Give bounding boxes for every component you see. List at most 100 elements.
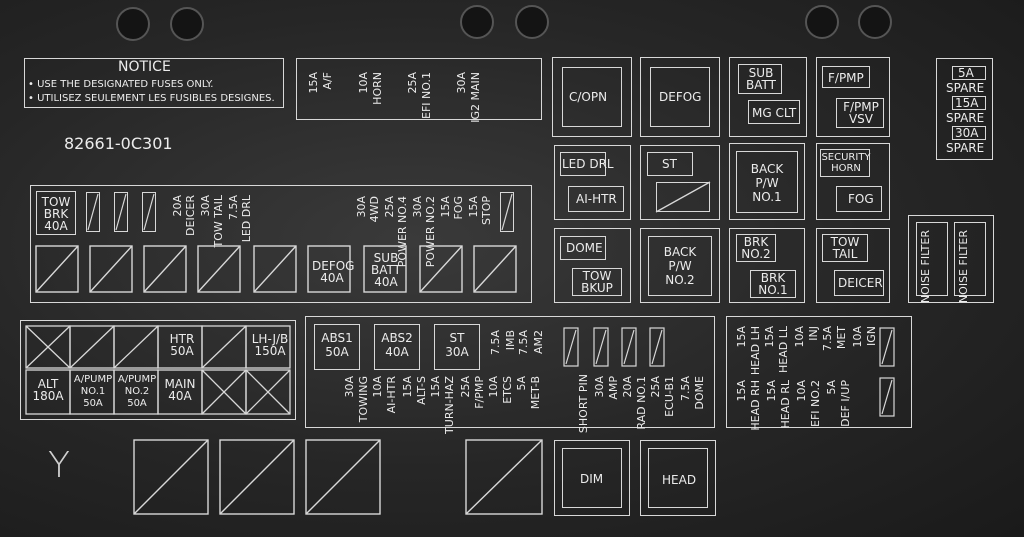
- fuse-label: ALT-S: [415, 376, 428, 405]
- spare-15a-rating: 15A: [955, 96, 979, 110]
- st-30a-fuse: [434, 324, 480, 370]
- fuse-rating: 7.5A: [821, 326, 834, 352]
- fuse-rating: 10A: [851, 326, 864, 348]
- mg-clt-box: [748, 100, 800, 124]
- fuse-label: MET: [835, 326, 848, 350]
- f-pmp-vsv-label: F/PMP VSV: [843, 100, 879, 126]
- led-drl-label: LED DRL: [562, 157, 614, 171]
- tow-bkup-label: TOW BKUP: [581, 269, 613, 295]
- fuse-rating: 30A: [343, 376, 356, 398]
- fuse-rating: 30A: [411, 196, 424, 218]
- a-pump-no1-label: A/PUMP NO.1 50A: [73, 374, 113, 409]
- fuse-rating: 10A: [793, 326, 806, 348]
- big-fuse-grid: [25, 325, 291, 415]
- fuse-label: DEF I/UP: [839, 380, 852, 427]
- relay-led-drl-group: [554, 145, 631, 220]
- htr-label: HTR 50A: [169, 332, 195, 358]
- relay-security-horn-group: [816, 143, 890, 220]
- diagonal-mark: [655, 181, 711, 213]
- fuse-label: HEAD RL: [779, 380, 792, 429]
- fuse-rating: 20A: [621, 376, 634, 398]
- mounting-hole: [170, 7, 204, 41]
- relay-back-pw-no2-inner: [648, 236, 712, 296]
- relay-defog-label: DEFOG: [659, 90, 702, 104]
- fuse-label: ETCS: [501, 376, 514, 404]
- sub-batt-label: SUB BATT: [746, 66, 776, 92]
- relay-back-pw-no2: [640, 228, 720, 303]
- fuse-label: DEICER: [184, 195, 197, 236]
- fuse-rating: 10A: [357, 72, 370, 94]
- relay-tow-tail-group: [816, 228, 890, 303]
- back-pw-no2-label: BACK P/W NO.2: [663, 245, 697, 287]
- fuse-rating: 7.5A: [227, 195, 240, 221]
- relay-head-inner: [648, 448, 708, 508]
- fuse-rating: 25A: [383, 196, 396, 218]
- fuse-rating: 10A: [795, 380, 808, 402]
- defog-40a-label: DEFOG 40A: [312, 259, 355, 285]
- fuse-label: IG2 MAIN: [469, 72, 482, 123]
- abs1-fuse: [314, 324, 360, 370]
- fuse-rating: 15A: [765, 380, 778, 402]
- fuse-rating: 30A: [199, 195, 212, 217]
- fuse-rating: 15A: [467, 196, 480, 218]
- spare-15a: [952, 96, 986, 110]
- dome-label: DOME: [566, 241, 603, 255]
- fuse-slot: [142, 192, 156, 232]
- lh-jb-label: LH-J/B 150A: [251, 332, 289, 358]
- fuse-rating: 15A: [429, 376, 442, 398]
- fuse-rating: 15A: [735, 380, 748, 402]
- relay-dome-group: [554, 228, 631, 303]
- fuse-rating: 15A: [763, 326, 776, 348]
- main-label: MAIN 40A: [164, 377, 196, 403]
- fuse-label: AMP: [607, 376, 620, 400]
- short-pin-label: SHORT PIN: [577, 374, 590, 434]
- led-drl-box: [560, 152, 606, 176]
- fuse-rating: 25A: [459, 376, 472, 398]
- fuse-rating: 25A: [649, 376, 662, 398]
- fuse-rating: 7.5A: [679, 376, 692, 402]
- noise-filter-1: [916, 222, 948, 296]
- fog-box: [836, 186, 882, 212]
- fuse-rating: 20A: [171, 195, 184, 217]
- abs2-fuse: [374, 324, 420, 370]
- fuse-rating: 25A: [406, 72, 419, 94]
- fuse-rating: 15A: [307, 72, 320, 94]
- bottom-relay-slots: [133, 439, 543, 515]
- part-number: 82661-0C301: [64, 134, 173, 153]
- fuse-label: LED DRL: [240, 195, 253, 243]
- alt-label: ALT 180A: [32, 377, 64, 403]
- fuse-label: ECU-B1: [663, 376, 676, 417]
- fuse-rating: 30A: [593, 376, 606, 398]
- brk-no1-label: BRK NO.1: [758, 271, 788, 297]
- big-fuse-panel: [20, 320, 296, 420]
- security-horn-label: SECURITY HORN: [821, 152, 871, 174]
- f-pmp-box: [822, 66, 870, 88]
- spare-5a-label: SPARE: [946, 81, 985, 95]
- fuse-rating: 10A: [487, 376, 500, 398]
- dome-box: [560, 236, 606, 260]
- center-fuse-panel: [305, 316, 715, 428]
- relay-head: [640, 440, 716, 516]
- fuse-label: HEAD LL: [777, 326, 790, 373]
- y-mark: Y: [48, 445, 70, 486]
- fuse-label: IMB: [504, 330, 517, 351]
- relay-c-opn: [552, 57, 632, 137]
- fuse-label: F/PMP: [473, 376, 486, 409]
- spare-30a-label: SPARE: [946, 141, 985, 155]
- back-pw-no1-label: BACK P/W NO.1: [750, 162, 784, 204]
- fuse-rating: 5A: [825, 380, 838, 395]
- fuse-label: TOWING: [357, 376, 370, 423]
- fuse-rating: 30A: [355, 196, 368, 218]
- spare-30a: [952, 126, 986, 140]
- relay-back-pw-no1: [729, 143, 805, 220]
- fuse-rating: 7.5A: [489, 330, 502, 356]
- notice-line-1: • USE THE DESIGNATED FUSES ONLY.: [28, 79, 214, 90]
- fuse-rating: 30A: [455, 72, 468, 94]
- noise-filter-1-label: NOISE FILTER: [919, 230, 932, 304]
- brk-no2-box: [736, 234, 776, 262]
- fuse-label: TURN-HAZ: [443, 376, 456, 434]
- brk-no2-label: BRK NO.2: [741, 235, 771, 261]
- a-pump-no2-label: A/PUMP NO.2 50A: [117, 374, 157, 409]
- dim-label: DIM: [580, 472, 604, 486]
- fuse-label: HORN: [371, 72, 384, 105]
